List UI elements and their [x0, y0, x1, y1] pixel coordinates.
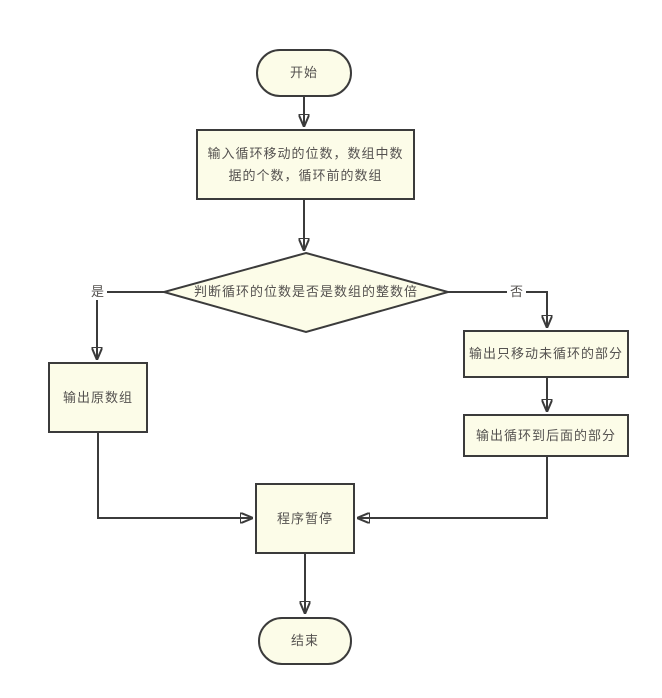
end-node-label: 结束 — [290, 633, 319, 648]
output-shifted-node[interactable]: 输出循环到后面的部分 — [463, 414, 629, 457]
start-node-label: 开始 — [289, 65, 318, 80]
output-shifted-label: 输出循环到后面的部分 — [475, 427, 616, 443]
output-unshifted-node[interactable]: 输出只移动未循环的部分 — [463, 330, 629, 378]
start-node[interactable]: 开始 — [256, 49, 352, 97]
output-original-label: 输出原数组 — [62, 389, 133, 405]
decision-node-label: 判断循环的位数是否是数组的整数倍 — [193, 284, 418, 299]
edge-label-no: 否 — [507, 284, 527, 300]
input-process-node[interactable]: 输入循环移动的位数，数组中数据的个数，循环前的数组 — [196, 129, 415, 200]
input-process-label: 输入循环移动的位数，数组中数据的个数，循环前的数组 — [207, 145, 404, 183]
end-node[interactable]: 结束 — [258, 617, 352, 665]
edge-original-to-pause — [97, 433, 252, 518]
edge-label-yes: 是 — [88, 284, 108, 300]
edge-decision-yes — [97, 291, 164, 359]
output-unshifted-label: 输出只移动未循环的部分 — [468, 346, 623, 361]
edge-shifted-to-pause — [358, 457, 548, 518]
pause-process-label: 程序暂停 — [276, 510, 333, 526]
decision-diamond-shape[interactable] — [160, 251, 452, 334]
pause-process-node[interactable]: 程序暂停 — [255, 483, 355, 554]
output-original-node[interactable]: 输出原数组 — [48, 362, 148, 433]
edge-decision-no — [448, 291, 547, 327]
